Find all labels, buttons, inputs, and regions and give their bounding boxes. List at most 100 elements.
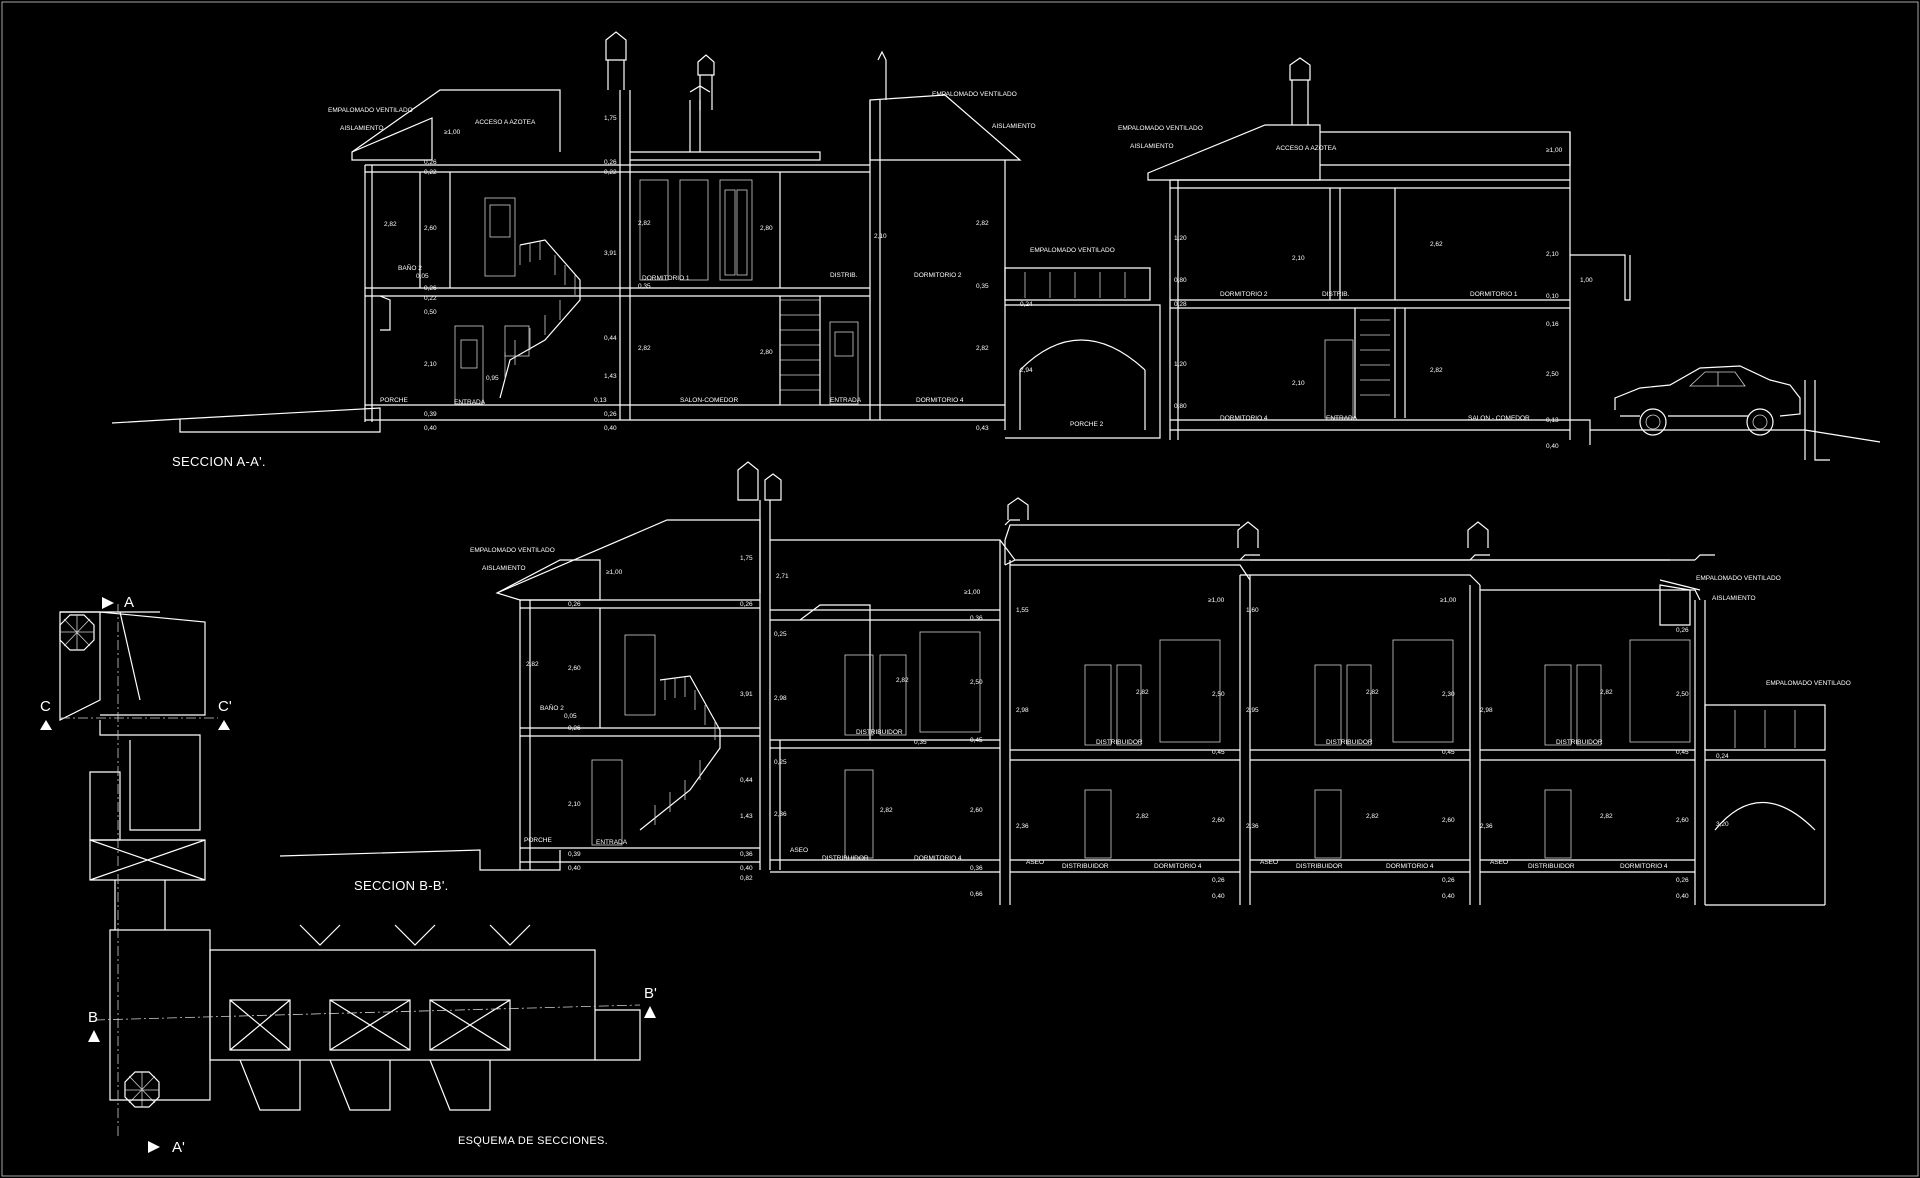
tower-icon — [59, 614, 95, 651]
car-icon — [1614, 365, 1801, 436]
label-aislamiento-e: AISLAMIENTO — [1130, 143, 1174, 150]
dim: 1,60 — [1246, 607, 1259, 614]
label-b-distribuidor-5: DISTRIBUIDOR — [1326, 739, 1373, 746]
dim: ≥1,00 — [964, 589, 981, 596]
dim: 0,45 — [1442, 749, 1455, 756]
dim: 0,36 — [740, 851, 753, 858]
label-b-entrada: ENTRADA — [596, 839, 628, 846]
label-b-empalomado-r: EMPALOMADO VENTILADO — [1696, 575, 1781, 582]
label-b-aseo-2: ASEO — [1026, 859, 1044, 866]
dim: 0,95 — [486, 375, 499, 382]
label-dormitorio-2-e: DORMITORIO 2 — [1220, 291, 1268, 298]
dim: 0,40 — [568, 865, 581, 872]
dim: ≥1,00 — [1546, 147, 1563, 154]
label-distrib: DISTRIB. — [830, 272, 858, 279]
dim: 0,26 — [1442, 877, 1455, 884]
dim: 2,60 — [1212, 817, 1225, 824]
label-b-aislamiento-r: AISLAMIENTO — [1712, 595, 1756, 602]
dim: 0,26 — [424, 285, 437, 292]
dim: 0,26 — [424, 159, 437, 166]
dim: 0,22 — [424, 295, 437, 302]
section-a-middle-building — [630, 50, 1022, 430]
label-entrada-e: ENTRADA — [1326, 415, 1358, 422]
dim: 0,05 — [564, 713, 577, 720]
sections-scheme-plan: A A' C C' B B' ESQUEMA DE SECCIONES. — [40, 594, 657, 1156]
dim: 0,44 — [740, 777, 753, 784]
dim: 2,10 — [1546, 251, 1559, 258]
dim: 2,94 — [1020, 367, 1033, 374]
label-aislamiento: AISLAMIENTO — [340, 125, 384, 132]
arrow-up-icon — [644, 1006, 656, 1018]
marker-a: A — [124, 594, 134, 611]
section-b-title: SECCION B-B'. — [354, 878, 449, 893]
dim: 2,82 — [526, 661, 539, 668]
label-b-distribuidor-3: DISTRIBUIDOR — [1096, 739, 1143, 746]
label-dormitorio-1-e: DORMITORIO 1 — [1470, 291, 1518, 298]
dim: 0,26 — [740, 601, 753, 608]
section-a-a: SECCION A-A'. EMPALOMADO VENTILADO AISLA… — [111, 31, 1881, 469]
dim: 0,28 — [1174, 301, 1187, 308]
label-b-distribuidor-6: DISTRIBUIDOR — [1296, 863, 1343, 870]
label-b-distribuidor: DISTRIBUIDOR — [856, 729, 903, 736]
label-b-bano: BAÑO 2 — [540, 703, 564, 712]
dim: 2,30 — [1442, 691, 1455, 698]
dim: 3,91 — [604, 250, 617, 257]
section-b-garage — [1704, 704, 1826, 906]
label-dormitorio-1: DORMITORIO 1 — [642, 275, 690, 282]
label-dormitorio-4: DORMITORIO 4 — [916, 397, 964, 404]
dim: 2,82 — [638, 345, 651, 352]
dim: 0,26 — [1676, 877, 1689, 884]
dim: 0,26 — [568, 601, 581, 608]
dim: 2,36 — [1246, 823, 1259, 830]
section-a-porch-2 — [1004, 267, 1161, 439]
label-b-dormitorio-4-4: DORMITORIO 4 — [1620, 863, 1668, 870]
dim: 0,16 — [1546, 321, 1559, 328]
dim: 1,75 — [740, 555, 753, 562]
label-b-dormitorio-4: DORMITORIO 4 — [914, 855, 962, 862]
dim: 0,50 — [424, 309, 437, 316]
dim: 0,24 — [1020, 301, 1033, 308]
label-entrada: ENTRADA — [454, 399, 486, 406]
dim: 2,10 — [874, 233, 887, 240]
dim: 0,25 — [774, 631, 787, 638]
dim: 0,40 — [424, 425, 437, 432]
dim: 2,10 — [1292, 380, 1305, 387]
dim: 1,20 — [1174, 235, 1187, 242]
label-empalomado-r: EMPALOMADO VENTILADO — [932, 91, 1017, 98]
dim: 0,35 — [976, 283, 989, 290]
dim: 2,82 — [976, 220, 989, 227]
section-b-units — [770, 497, 1715, 905]
dim: 0,66 — [970, 891, 983, 898]
dim: 0,24 — [1716, 753, 1729, 760]
label-dormitorio-2: DORMITORIO 2 — [914, 272, 962, 279]
dim: 2,80 — [760, 225, 773, 232]
dim: ≥1,00 — [1208, 597, 1225, 604]
section-b-b: SECCION B-B'. EMPALOMADO VENTILADO AISLA… — [279, 461, 1851, 906]
dim: 2,82 — [1136, 689, 1149, 696]
label-b-dormitorio-4-2: DORMITORIO 4 — [1154, 863, 1202, 870]
label-acceso-azotea: ACCESO A AZOTEA — [475, 119, 536, 126]
dim: 2,82 — [896, 677, 909, 684]
dim: 0,05 — [416, 273, 429, 280]
label-empalomado: EMPALOMADO VENTILADO — [328, 107, 413, 114]
dim: 1,00 — [1580, 277, 1593, 284]
label-empalomado-e: EMPALOMADO VENTILADO — [1118, 125, 1203, 132]
section-a-left-building — [351, 31, 631, 422]
label-b-empalomado: EMPALOMADO VENTILADO — [470, 547, 555, 554]
dim: ≥1,00 — [444, 129, 461, 136]
dim: 0,45 — [970, 737, 983, 744]
dim: 0,22 — [424, 169, 437, 176]
label-porche-2: PORCHE 2 — [1070, 421, 1104, 428]
section-a-title: SECCION A-A'. — [172, 454, 266, 469]
label-dormitorio-4-e: DORMITORIO 4 — [1220, 415, 1268, 422]
dim: 2,82 — [1600, 689, 1613, 696]
dim: 2,98 — [1016, 707, 1029, 714]
dim: 1,20 — [1174, 361, 1187, 368]
dim: 0,26 — [1676, 627, 1689, 634]
dim: 2,36 — [1016, 823, 1029, 830]
dim: 2,82 — [880, 807, 893, 814]
dim: 0,40 — [1212, 893, 1225, 900]
dim: 0,22 — [604, 169, 617, 176]
